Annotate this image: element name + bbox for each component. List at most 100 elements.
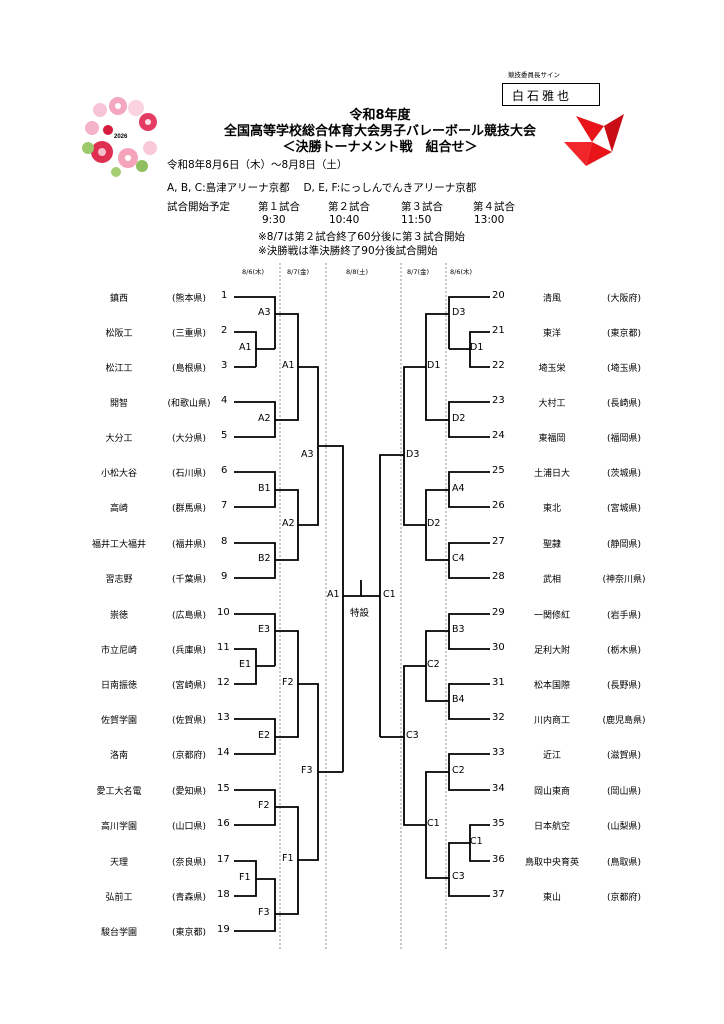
team-no-23: 23 (492, 395, 505, 406)
team-no-7: 7 (221, 500, 228, 511)
round-date-3: 8/8(土) (346, 268, 369, 276)
team-no-30: 30 (492, 642, 505, 653)
title-tournament: ＜決勝トーナメント戦 組合せ＞ (282, 140, 478, 155)
team-name-19: 駿台学園 (100, 928, 137, 938)
flower-logo: 2026 (82, 97, 157, 177)
match-4-time: 13:00 (474, 214, 505, 226)
team-name-6: 小松大谷 (100, 469, 137, 479)
team-no-11: 11 (217, 642, 230, 653)
team-no-16: 16 (217, 818, 230, 829)
match-code: C1 (470, 836, 483, 847)
match-code: D3 (406, 449, 420, 460)
team-name-36: 鳥取中央育英 (524, 858, 579, 868)
team-name-13: 佐賀学園 (100, 716, 137, 726)
team-pref-15: (愛知県) (171, 787, 207, 797)
team-name-21: 東洋 (542, 329, 561, 339)
team-name-15: 愛工大名電 (96, 787, 142, 797)
final-venue-label: 特設 (350, 608, 370, 619)
team-name-33: 近江 (542, 751, 561, 761)
team-name-35: 日本航空 (533, 822, 570, 832)
team-name-20: 清風 (542, 294, 561, 304)
match-code: E1 (239, 659, 252, 670)
team-pref-33: (滋賀県) (606, 751, 642, 761)
team-pref-13: (佐賀県) (171, 716, 207, 726)
team-pref-3: (島根県) (171, 364, 207, 374)
team-name-22: 埼玉栄 (538, 364, 566, 374)
team-no-24: 24 (492, 430, 505, 441)
team-no-29: 29 (492, 607, 505, 618)
event-period: 令和8年8月6日（木）～8月8日（土） (167, 159, 348, 171)
schedule-label: 試合開始予定 (167, 201, 230, 213)
team-pref-37: (京都府) (606, 893, 642, 903)
team-pref-28: (神奈川県) (602, 575, 646, 585)
match-code: F2 (258, 800, 270, 811)
team-pref-29: (岩手県) (606, 611, 642, 621)
team-name-28: 武相 (542, 575, 561, 585)
team-no-22: 22 (492, 360, 505, 371)
venues: A, B, C:島津アリーナ京都 D, E, F:にっしんでんきアリーナ京都 (167, 182, 477, 194)
team-pref-1: (熊本県) (171, 294, 207, 304)
team-no-36: 36 (492, 854, 505, 865)
team-name-17: 天理 (109, 858, 128, 868)
team-no-34: 34 (492, 783, 505, 794)
team-pref-19: (東京都) (171, 928, 207, 938)
signature-name: 白石雅也 (512, 89, 573, 103)
round-date-2: 8/7(金) (287, 268, 310, 276)
match-4-name: 第４試合 (473, 201, 515, 213)
match-code: C3 (452, 871, 465, 882)
team-pref-25: (茨城県) (606, 469, 642, 479)
match-code: F2 (282, 677, 294, 688)
match-2-time: 10:40 (329, 214, 360, 226)
team-pref-21: (東京都) (606, 329, 642, 339)
team-name-34: 岡山東商 (533, 787, 570, 797)
team-pref-16: (山口県) (171, 822, 207, 832)
match-code: B4 (452, 694, 465, 705)
match-code: C3 (406, 730, 419, 741)
team-name-29: 一関修紅 (533, 611, 570, 621)
team-pref-35: (山梨県) (606, 822, 642, 832)
match-1-time: 9:30 (262, 214, 286, 226)
match-code: A1 (282, 360, 295, 371)
match-code: D1 (470, 342, 484, 353)
team-name-5: 大分工 (105, 434, 133, 444)
team-pref-8: (福井県) (171, 540, 207, 550)
origami-logo (564, 114, 624, 166)
title-year: 令和8年度 (349, 108, 411, 123)
team-no-37: 37 (492, 889, 505, 900)
team-no-2: 2 (221, 325, 228, 336)
team-name-10: 崇徳 (109, 611, 128, 621)
match-code: D2 (427, 518, 441, 529)
team-no-21: 21 (492, 325, 505, 336)
match-code: F3 (258, 907, 270, 918)
team-name-23: 大村工 (538, 399, 566, 409)
team-pref-4: (和歌山県) (167, 399, 211, 409)
match-code: F1 (282, 853, 294, 864)
team-pref-9: (千葉県) (171, 575, 207, 585)
team-name-1: 鎮西 (109, 294, 128, 304)
team-no-31: 31 (492, 677, 505, 688)
team-no-15: 15 (217, 783, 230, 794)
team-no-17: 17 (217, 854, 230, 865)
match-code: C2 (427, 659, 440, 670)
match-code: E2 (258, 730, 271, 741)
team-pref-2: (三重県) (171, 329, 207, 339)
team-name-4: 開智 (109, 399, 128, 409)
team-pref-7: (群馬県) (171, 504, 207, 514)
team-pref-22: (埼玉県) (606, 364, 642, 374)
team-no-27: 27 (492, 536, 505, 547)
team-no-18: 18 (217, 889, 230, 900)
team-pref-27: (静岡県) (606, 540, 642, 550)
team-pref-20: (大阪府) (606, 294, 642, 304)
round-date-5: 8/6(木) (450, 268, 473, 276)
team-pref-26: (宮城県) (606, 504, 642, 514)
match-code: A3 (301, 449, 314, 460)
match-code: E3 (258, 624, 271, 635)
team-no-3: 3 (221, 360, 228, 371)
match-2-name: 第２試合 (328, 201, 370, 213)
match-code: A2 (282, 518, 295, 529)
match-code: A2 (258, 413, 271, 424)
team-pref-24: (福岡県) (606, 434, 642, 444)
team-name-7: 高崎 (109, 504, 128, 514)
match-code: F1 (239, 872, 251, 883)
